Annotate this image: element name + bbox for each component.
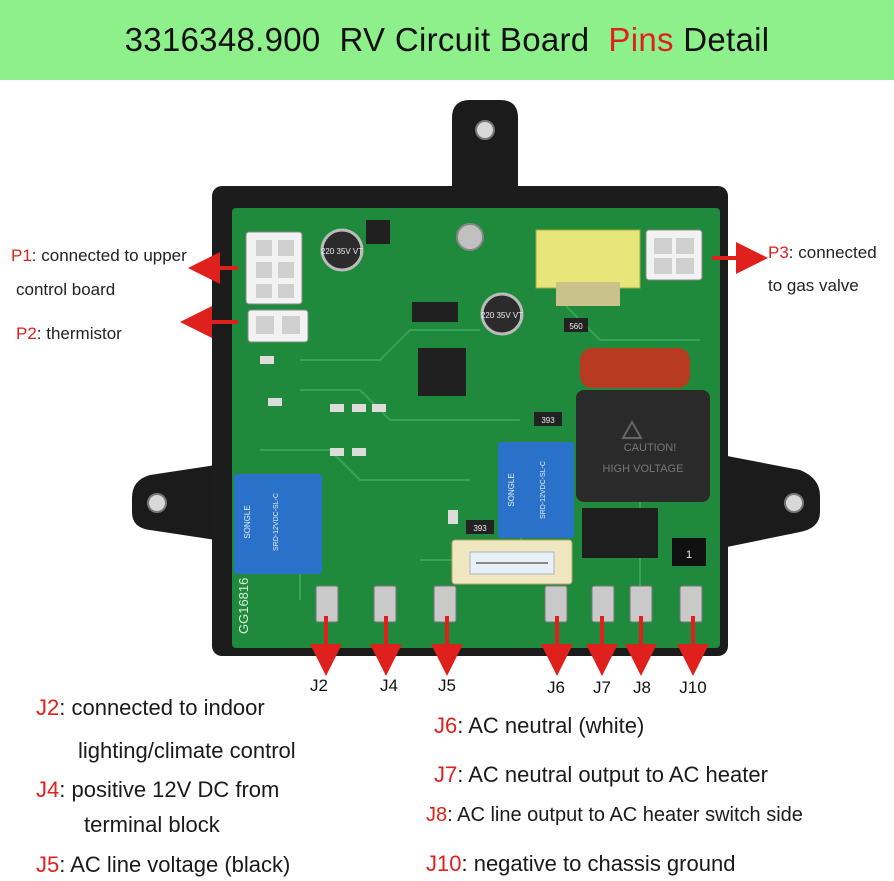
connector-p3 bbox=[645, 229, 703, 281]
transformer bbox=[535, 229, 641, 306]
capacitor-1: 220 35V VT bbox=[320, 228, 364, 272]
svg-text:SRD-12VDC-SL-C: SRD-12VDC-SL-C bbox=[540, 461, 547, 519]
ic-chip-1 bbox=[412, 302, 458, 322]
label-p3: P3: connected bbox=[768, 243, 877, 262]
screw-icon bbox=[456, 223, 484, 251]
resistor-560 bbox=[564, 318, 588, 332]
title-accent: Pins bbox=[608, 21, 674, 58]
terminal-row bbox=[315, 585, 703, 623]
microcontroller-chip bbox=[418, 348, 466, 396]
desc-j5: J5: AC line voltage (black) bbox=[36, 852, 291, 877]
label-p1: P1: connected to upper bbox=[11, 246, 187, 265]
page-title: 3316348.900 RV Circuit Board Pins Detail bbox=[0, 0, 894, 80]
desc-j2-line2: lighting/climate control bbox=[78, 738, 296, 763]
pin-arrows bbox=[310, 616, 709, 676]
hv-base bbox=[582, 508, 658, 558]
desc-j8: J8: AC line output to AC heater switch s… bbox=[426, 804, 803, 826]
part-number: 3316348.900 bbox=[124, 21, 321, 58]
pin-label-j10: J10 bbox=[679, 678, 707, 697]
svg-text:SONGLE: SONGLE bbox=[507, 473, 516, 506]
desc-j4-line2: terminal block bbox=[84, 812, 220, 837]
resistor-393-bottom bbox=[466, 520, 494, 534]
pin-label-j8: J8 bbox=[633, 678, 651, 697]
film-capacitor bbox=[580, 348, 690, 388]
high-voltage-block: CAUTION! HIGH VOLTAGE bbox=[576, 390, 710, 502]
connector-p2 bbox=[247, 309, 309, 343]
label-p1-line2: control board bbox=[16, 280, 116, 299]
capacitor-2: 220 35V VT bbox=[480, 292, 524, 336]
connector-p1 bbox=[245, 231, 303, 305]
pin-label-j4: J4 bbox=[380, 676, 398, 695]
svg-text:220 35V VT: 220 35V VT bbox=[481, 311, 523, 320]
resistor-393-top bbox=[534, 412, 562, 426]
pin-1-block bbox=[672, 538, 706, 566]
relay-left: SRD-12VDC-SL-C SONGLE bbox=[234, 474, 322, 574]
svg-text:393: 393 bbox=[541, 416, 555, 425]
title-mid: RV Circuit Board bbox=[339, 21, 590, 58]
pin-label-j7: J7 bbox=[593, 678, 611, 697]
mounting-tabs bbox=[132, 100, 820, 548]
svg-text:SONGLE: SONGLE bbox=[243, 505, 252, 538]
desc-j4: J4: positive 12V DC from bbox=[36, 777, 280, 802]
circuit-board-photo: 220 35V VT 220 35V VT 560 393 393 CAUTIO… bbox=[132, 100, 820, 676]
ic-chip-2 bbox=[366, 220, 390, 244]
svg-text:HIGH VOLTAGE: HIGH VOLTAGE bbox=[603, 463, 684, 475]
desc-j2: J2: connected to indoor bbox=[36, 695, 265, 720]
label-p2: P2: thermistor bbox=[16, 324, 122, 343]
svg-text:1: 1 bbox=[686, 549, 692, 561]
pin-label-j5: J5 bbox=[438, 676, 456, 695]
svg-text:393: 393 bbox=[473, 524, 487, 533]
title-end: Detail bbox=[683, 21, 770, 58]
fuse bbox=[451, 539, 573, 585]
relay-right: SRD-12VDC-SL-C SONGLE bbox=[498, 442, 574, 538]
desc-j6: J6: AC neutral (white) bbox=[434, 713, 645, 738]
svg-text:SRD-12VDC-SL-C: SRD-12VDC-SL-C bbox=[273, 493, 280, 551]
svg-text:CAUTION!: CAUTION! bbox=[624, 442, 677, 454]
svg-text:560: 560 bbox=[569, 322, 583, 331]
pin-label-j2: J2 bbox=[310, 676, 328, 695]
pin-label-j6: J6 bbox=[547, 678, 565, 697]
label-p3-line2: to gas valve bbox=[768, 276, 859, 295]
model-number: GG16816 bbox=[236, 578, 251, 634]
desc-j7: J7: AC neutral output to AC heater bbox=[434, 762, 768, 787]
desc-j10: J10: negative to chassis ground bbox=[426, 851, 736, 876]
svg-text:220 35V VT: 220 35V VT bbox=[321, 247, 363, 256]
